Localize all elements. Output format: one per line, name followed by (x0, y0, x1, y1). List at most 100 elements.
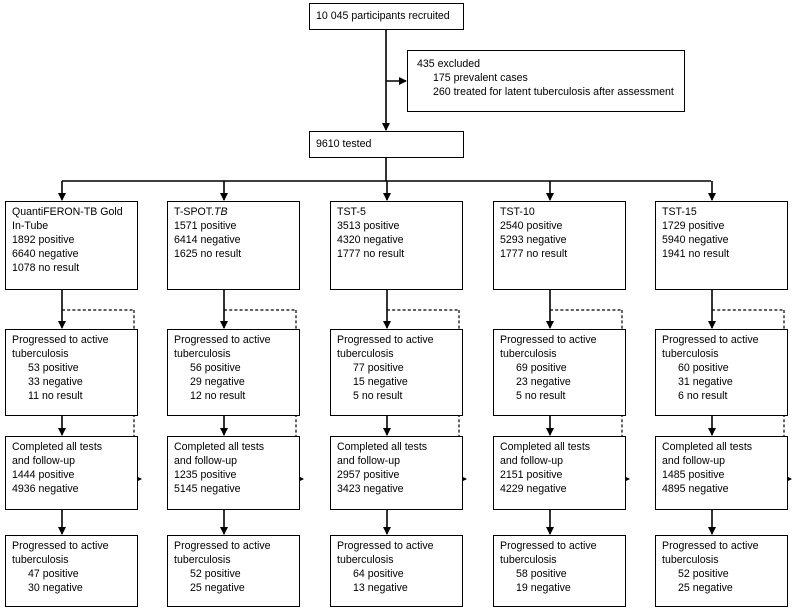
completed-line: 4936 negative (12, 483, 79, 496)
progressed-line: 6 no result (678, 390, 728, 403)
progressed-line: 77 positive (353, 362, 404, 375)
completed-line: 2957 positive (337, 469, 400, 482)
progressed-title: Progressed to active (662, 334, 759, 346)
progressed-line: 53 positive (28, 362, 79, 375)
test-result-line: 3513 positive (337, 220, 400, 233)
completed-line: 1235 positive (174, 469, 237, 482)
progressed-title: Progressed to active (174, 334, 271, 346)
test-result-line: 1777 no result (500, 248, 568, 261)
tested-box: 9610 tested (309, 131, 464, 158)
progressed-title: tuberculosis (500, 348, 557, 361)
test-result-line: 1777 no result (337, 248, 405, 261)
completed-title: and follow-up (337, 455, 401, 468)
recruited-box: 10 045 participants recruited (309, 3, 464, 30)
progressed-after-line: 47 positive (28, 568, 79, 581)
progressed-after-line: 64 positive (353, 568, 404, 581)
excluded-title: 435 excluded (417, 58, 481, 70)
progressed-title: tuberculosis (12, 554, 69, 567)
test-result-line: 4320 negative (337, 234, 404, 247)
progressed-title: Progressed to active (174, 540, 271, 552)
completed-title: Completed all tests (12, 441, 103, 453)
progressed-title: Progressed to active (500, 334, 597, 346)
completed-line: 1485 positive (662, 469, 725, 482)
progressed-line: 11 no result (28, 390, 83, 403)
excluded-line: 260 treated for latent tuberculosis afte… (433, 86, 674, 99)
progressed-title: Progressed to active (337, 540, 434, 552)
test-name: TST-10 (500, 206, 535, 218)
progressed-after-line: 30 negative (28, 582, 83, 595)
progressed-line: 29 negative (190, 376, 245, 389)
test-name-italic: TB (214, 206, 228, 218)
test-result-line: 1625 no result (174, 248, 242, 261)
progressed-title: Progressed to active (12, 540, 109, 552)
progressed-line: 15 negative (353, 376, 408, 389)
completed-line: 1444 positive (12, 469, 75, 482)
progressed-line: 60 positive (678, 362, 729, 375)
completed-title: Completed all tests (662, 441, 753, 453)
completed-line: 2151 positive (500, 469, 563, 482)
tested-text: 9610 tested (316, 138, 372, 150)
completed-title: Completed all tests (500, 441, 591, 453)
test-name-line: T-SPOT.TB (174, 205, 293, 219)
progressed-title: tuberculosis (174, 554, 231, 567)
completed-line: 4895 negative (662, 483, 729, 496)
progressed-after-line: 19 negative (516, 582, 571, 595)
progressed-title: tuberculosis (500, 554, 557, 567)
test-result-line: 1729 positive (662, 220, 725, 233)
excluded-box: 435 excluded 175 prevalent cases 260 tre… (407, 50, 685, 112)
progressed-after-line: 58 positive (516, 568, 567, 581)
progressed-title: Progressed to active (662, 540, 759, 552)
test-result-line: 1078 no result (12, 262, 80, 275)
progressed-after-line: 52 positive (678, 568, 729, 581)
test-result-line: 1571 positive (174, 220, 237, 233)
progressed-line: 33 negative (28, 376, 83, 389)
test-name: In-Tube (12, 220, 49, 233)
completed-title: and follow-up (174, 455, 238, 468)
progressed-after-line: 52 positive (190, 568, 241, 581)
progressed-line: 5 no result (353, 390, 403, 403)
test-result-line: 5293 negative (500, 234, 567, 247)
test-result-line: 6414 negative (174, 234, 241, 247)
completed-title: and follow-up (662, 455, 726, 468)
recruited-text: 10 045 participants recruited (316, 10, 450, 22)
test-result-line: 6640 negative (12, 248, 79, 261)
completed-line: 5145 negative (174, 483, 241, 496)
test-name: QuantiFERON-TB Gold (12, 206, 123, 218)
progressed-title: tuberculosis (337, 554, 394, 567)
progressed-after-line: 25 negative (678, 582, 733, 595)
test-name: TST-15 (662, 206, 697, 218)
progressed-line: 5 no result (516, 390, 566, 403)
completed-title: and follow-up (500, 455, 564, 468)
test-result-line: 1892 positive (12, 234, 75, 247)
progressed-line: 31 negative (678, 376, 733, 389)
test-name: T-SPOT. (174, 206, 215, 218)
completed-line: 4229 negative (500, 483, 567, 496)
progressed-after-line: 13 negative (353, 582, 408, 595)
progressed-title: Progressed to active (12, 334, 109, 346)
progressed-title: tuberculosis (174, 348, 231, 361)
progressed-title: tuberculosis (662, 554, 719, 567)
progressed-line: 12 no result (190, 390, 246, 403)
progressed-title: tuberculosis (337, 348, 394, 361)
progressed-title: Progressed to active (337, 334, 434, 346)
excluded-line: 175 prevalent cases (433, 72, 528, 85)
progressed-after-line: 25 negative (190, 582, 245, 595)
completed-line: 3423 negative (337, 483, 404, 496)
test-result-line: 2540 positive (500, 220, 563, 233)
